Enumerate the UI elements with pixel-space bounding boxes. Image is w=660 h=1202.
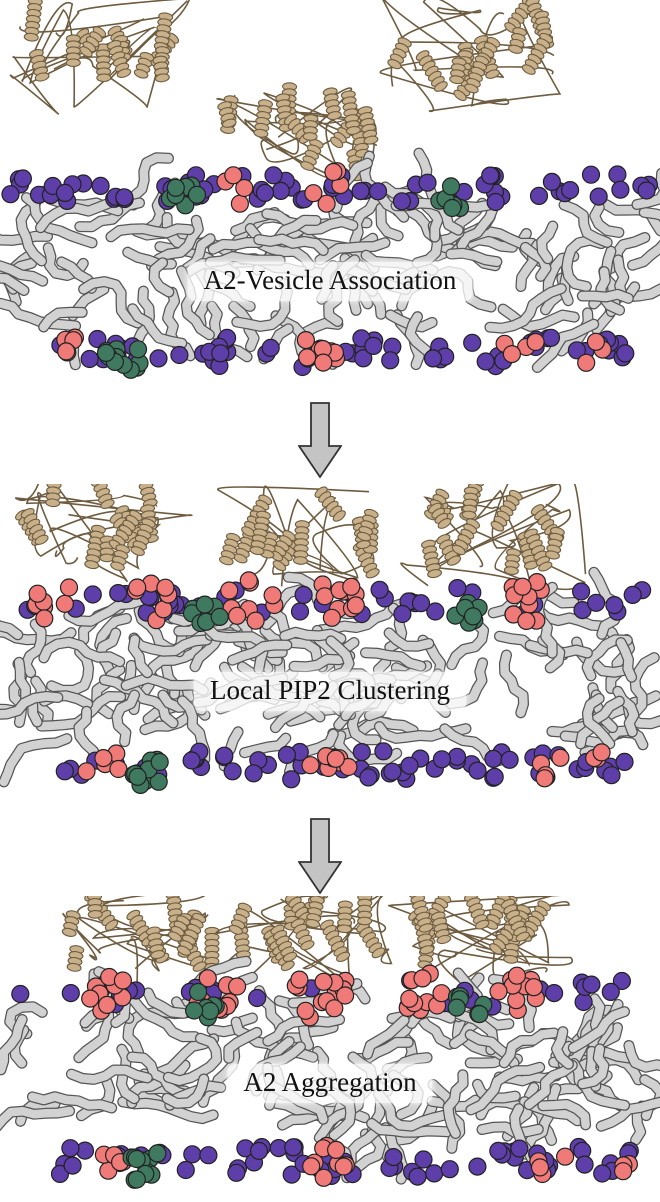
down-arrow-icon	[298, 818, 342, 894]
cholesterol-cluster	[182, 595, 229, 633]
pip2-cluster	[301, 747, 358, 778]
stage-2-label: Local PIP2 Clustering	[194, 672, 466, 711]
stage-1-illustration	[0, 0, 660, 379]
cholesterol-cluster	[430, 177, 470, 218]
pip2-cluster	[216, 166, 254, 213]
stage-3-label: A2 Aggregation	[227, 1064, 433, 1103]
stage-panel-1: A2-Vesicle Association	[0, 0, 660, 392]
pip2-cluster	[126, 574, 178, 630]
pip2-cluster	[81, 967, 133, 1020]
pip2-cluster	[304, 162, 350, 213]
cholesterol-cluster	[122, 1144, 167, 1189]
annexin-a2-protein	[388, 896, 574, 984]
pip2-cluster	[495, 332, 545, 364]
cholesterol-cluster	[96, 340, 149, 379]
cholesterol-cluster	[160, 176, 207, 215]
pip2-cluster	[296, 331, 346, 372]
annexin-a2-protein	[61, 896, 226, 982]
down-arrow-icon	[298, 402, 342, 478]
pip2-cluster	[503, 572, 550, 630]
pip2-cluster	[313, 575, 365, 627]
pip2-cluster	[302, 1136, 355, 1187]
stage-1-label: A2-Vesicle Association	[187, 262, 473, 301]
pip2-cluster	[56, 328, 85, 362]
pip2-cluster	[286, 970, 355, 1027]
stage-panel-3: A2 Aggregation	[0, 896, 660, 1202]
annexin-a2-protein	[216, 82, 379, 189]
pip2-cluster	[27, 578, 79, 628]
annexin-a2-protein	[216, 485, 380, 587]
annexin-a2-protein	[400, 484, 587, 591]
pip2-cluster	[585, 743, 611, 768]
pip2-cluster	[577, 332, 612, 372]
cholesterol-cluster	[447, 986, 493, 1024]
pip2-cluster	[489, 966, 545, 1020]
annexin-a2-protein	[379, 0, 562, 113]
stage-3-illustration	[0, 896, 660, 1189]
pip2-cluster	[613, 1155, 639, 1181]
pip2-cluster	[94, 1145, 133, 1180]
cholesterol-cluster	[446, 593, 488, 632]
pip2-cluster	[529, 1147, 575, 1184]
cholesterol-cluster	[185, 982, 225, 1027]
annexin-a2-protein	[14, 484, 193, 583]
stage-2-illustration	[0, 484, 660, 794]
pip2-cluster	[398, 964, 451, 1020]
annexin-a2-protein	[213, 896, 393, 980]
annexin-a2-protein	[9, 0, 191, 116]
pip2-cluster	[531, 748, 570, 788]
stage-panel-2: Local PIP2 Clustering	[0, 484, 660, 820]
cholesterol-cluster	[124, 750, 169, 794]
